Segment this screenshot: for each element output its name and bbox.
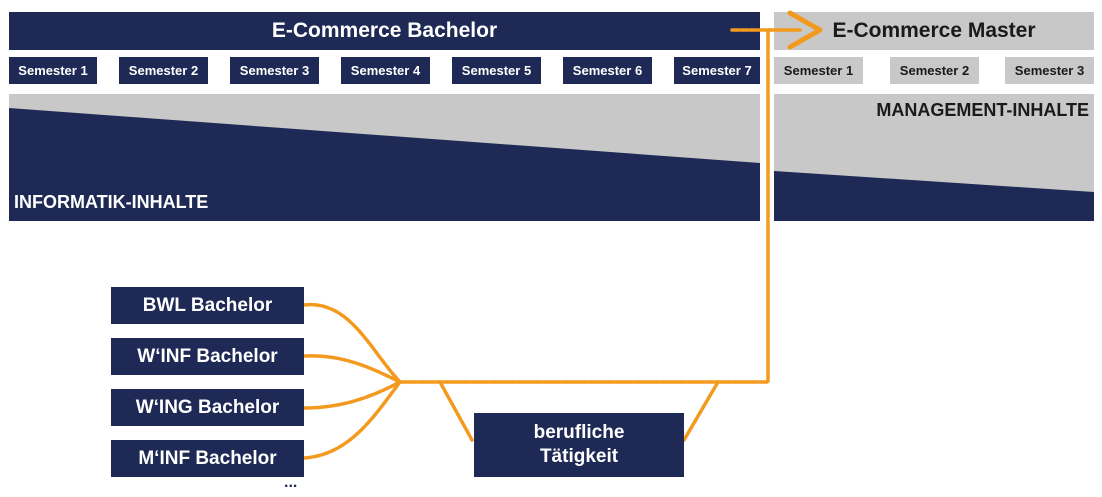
source-minf-bachelor: M‘INF Bachelor — [111, 440, 304, 477]
source-bwl-bachelor: BWL Bachelor — [111, 287, 304, 324]
master-semester-2: Semester 2 — [890, 57, 979, 84]
bachelor-title-bar: E-Commerce Bachelor — [9, 12, 760, 50]
master-informatik-wedge — [774, 171, 1094, 221]
flow-line-minf — [302, 380, 402, 460]
bachelor-semester-1: Semester 1 — [9, 57, 97, 84]
bachelor-semester-5: Semester 5 — [452, 57, 541, 84]
source-wing-bachelor: W‘ING Bachelor — [111, 389, 304, 426]
bachelor-informatik-wedge — [9, 108, 760, 221]
flow-line-from-work — [682, 380, 720, 442]
flow-line-to-work — [438, 380, 474, 442]
management-label: MANAGEMENT-INHALTE — [876, 100, 1089, 120]
flow-line-bwl — [302, 303, 402, 384]
more-sources-ellipsis: ... — [284, 474, 298, 491]
master-title: E-Commerce Master — [832, 19, 1036, 42]
bachelor-semester-7: Semester 7 — [674, 57, 760, 84]
master-semester-3: Semester 3 — [1005, 57, 1094, 84]
flow-line-winf — [302, 354, 402, 384]
bachelor-semester-6: Semester 6 — [563, 57, 652, 84]
arrow-head-icon — [787, 10, 823, 50]
master-title-bar: E-Commerce Master — [774, 12, 1094, 50]
work-experience-box: berufliche Tätigkeit — [474, 413, 684, 477]
bachelor-semester-2: Semester 2 — [119, 57, 208, 84]
bachelor-title: E-Commerce Bachelor — [271, 19, 498, 42]
master-semester-1: Semester 1 — [774, 57, 863, 84]
source-winf-bachelor: W‘INF Bachelor — [111, 338, 304, 375]
flow-line-main — [398, 28, 802, 384]
informatik-label: INFORMATIK-INHALTE — [14, 192, 209, 212]
flow-line-wing — [302, 380, 402, 410]
bachelor-semester-3: Semester 3 — [230, 57, 319, 84]
bachelor-semester-4: Semester 4 — [341, 57, 430, 84]
